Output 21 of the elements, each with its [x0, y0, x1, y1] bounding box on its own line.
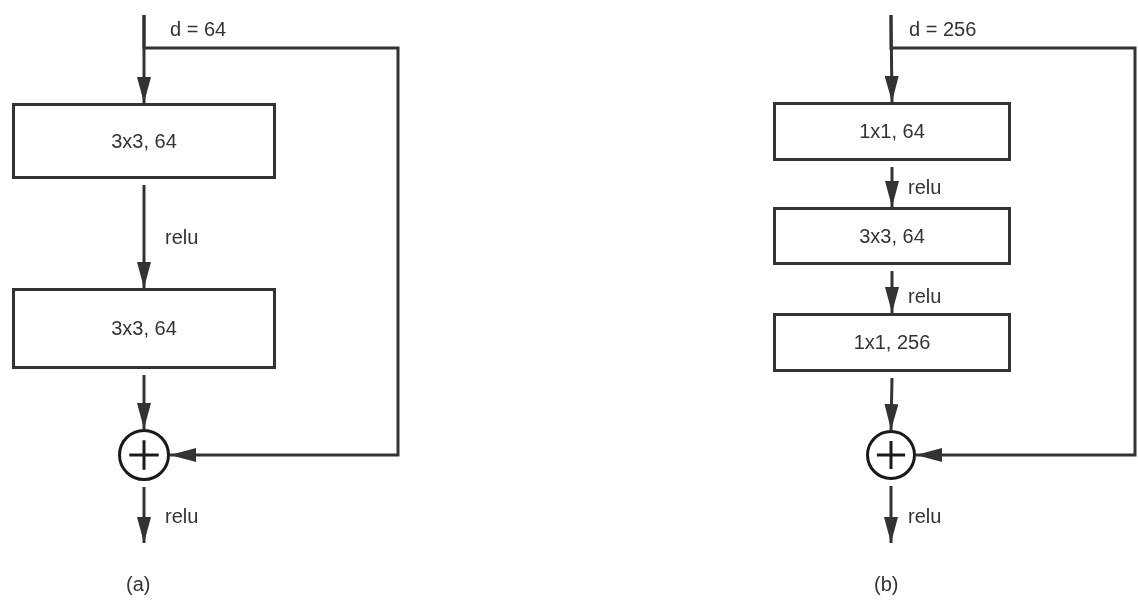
panel-label: (b) [874, 573, 899, 595]
layer-label: 3x3, 64 [859, 224, 925, 248]
arrow [137, 185, 151, 288]
arrow [137, 487, 151, 543]
layer-box [773, 313, 1011, 372]
panel-label: (a) [126, 573, 151, 595]
layer-box [12, 103, 276, 179]
arrow [885, 271, 899, 313]
layer-label: 1x1, 256 [853, 331, 931, 354]
arrow [885, 167, 899, 207]
layer-box [773, 207, 1011, 265]
layer-label: 1x1, 64 [859, 120, 925, 143]
layer-label: 3x3, 64 [111, 317, 177, 340]
arrow [884, 486, 898, 543]
layer-box [773, 102, 1011, 161]
layer-box [12, 288, 276, 369]
arrow [889, 15, 1137, 462]
layer-label: 3x3, 64 [111, 129, 177, 153]
arrow [884, 377, 899, 431]
arrow [142, 15, 400, 462]
arrow [137, 375, 151, 429]
